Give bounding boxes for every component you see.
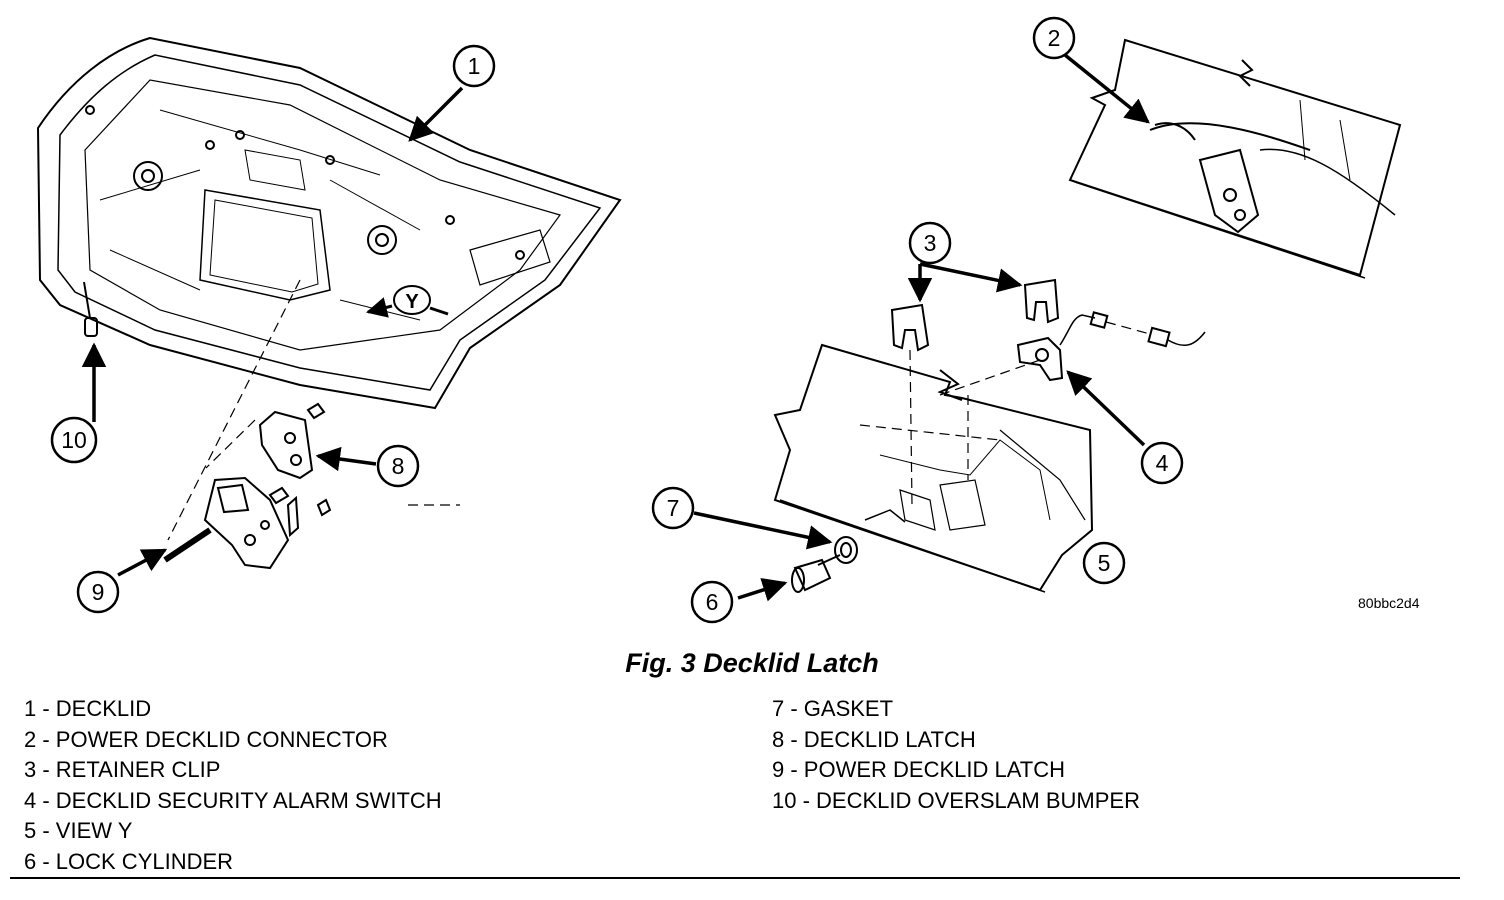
- decklid-illustration: [36, 36, 622, 410]
- callout-10: 10: [50, 416, 98, 464]
- image-code: 80bbc2d4: [1358, 595, 1420, 611]
- view-y-panel-illustration: [773, 343, 1094, 593]
- legend-item: 4 - DECKLID SECURITY ALARM SWITCH: [24, 787, 442, 813]
- svg-text:5: 5: [1098, 550, 1111, 576]
- legend-left: 1 - DECKLID 2 - POWER DECKLID CONNECTOR …: [24, 694, 442, 878]
- legend-item: 9 - POWER DECKLID LATCH: [772, 757, 1065, 783]
- callout-6: 6: [690, 580, 734, 624]
- callout-9: 9: [76, 570, 120, 614]
- svg-text:7: 7: [667, 495, 680, 521]
- svg-text:3: 3: [924, 230, 937, 256]
- power-decklid-latch-part: [163, 476, 332, 570]
- figure-caption: Fig. 3 Decklid Latch: [625, 648, 879, 678]
- bottom-rule: [10, 877, 1460, 879]
- legend-item: 10 - DECKLID OVERSLAM BUMPER: [772, 787, 1140, 813]
- connector-view-illustration: [1068, 38, 1402, 279]
- lock-cylinder-part: [791, 554, 841, 593]
- svg-text:4: 4: [1156, 450, 1169, 476]
- callout-3: 3: [908, 221, 952, 265]
- legend-right: 7 - GASKET 8 - DECKLID LATCH 9 - POWER D…: [772, 694, 1140, 816]
- legend-item: 1 - DECKLID: [24, 696, 152, 721]
- svg-text:9: 9: [92, 579, 105, 605]
- callout-1: 1: [452, 44, 496, 88]
- callout-5: 5: [1082, 541, 1126, 585]
- legend-item: 2 - POWER DECKLID CONNECTOR: [24, 726, 388, 752]
- callout-4: 4: [1140, 441, 1184, 485]
- svg-text:1: 1: [468, 53, 481, 79]
- legend-item: 3 - RETAINER CLIP: [24, 757, 221, 783]
- view-y-letter: Y: [405, 291, 419, 313]
- callout-8: 8: [376, 444, 420, 488]
- overslam-bumper-part: [83, 281, 98, 337]
- decklid-latch-part: [258, 402, 326, 480]
- guide-lines-right: [859, 321, 1151, 506]
- guide-lines: [167, 279, 460, 541]
- retainer-clip-parts: [890, 278, 1060, 352]
- legend-item: 5 - VIEW Y: [24, 818, 133, 844]
- legend-item: 7 - GASKET: [772, 696, 894, 721]
- svg-text:10: 10: [61, 427, 87, 453]
- callout-7: 7: [651, 486, 695, 530]
- view-y-indicator: Y: [365, 285, 449, 318]
- svg-text:6: 6: [706, 589, 719, 615]
- svg-text:8: 8: [392, 453, 405, 479]
- callout-2: 2: [1032, 16, 1076, 60]
- legend-item: 6 - LOCK CYLINDER: [24, 848, 234, 874]
- security-alarm-switch-part: [1016, 311, 1206, 382]
- leader-arrows: [81, 53, 1150, 602]
- gasket-part: [834, 536, 858, 564]
- legend-item: 8 - DECKLID LATCH: [772, 726, 976, 752]
- svg-text:2: 2: [1048, 25, 1061, 51]
